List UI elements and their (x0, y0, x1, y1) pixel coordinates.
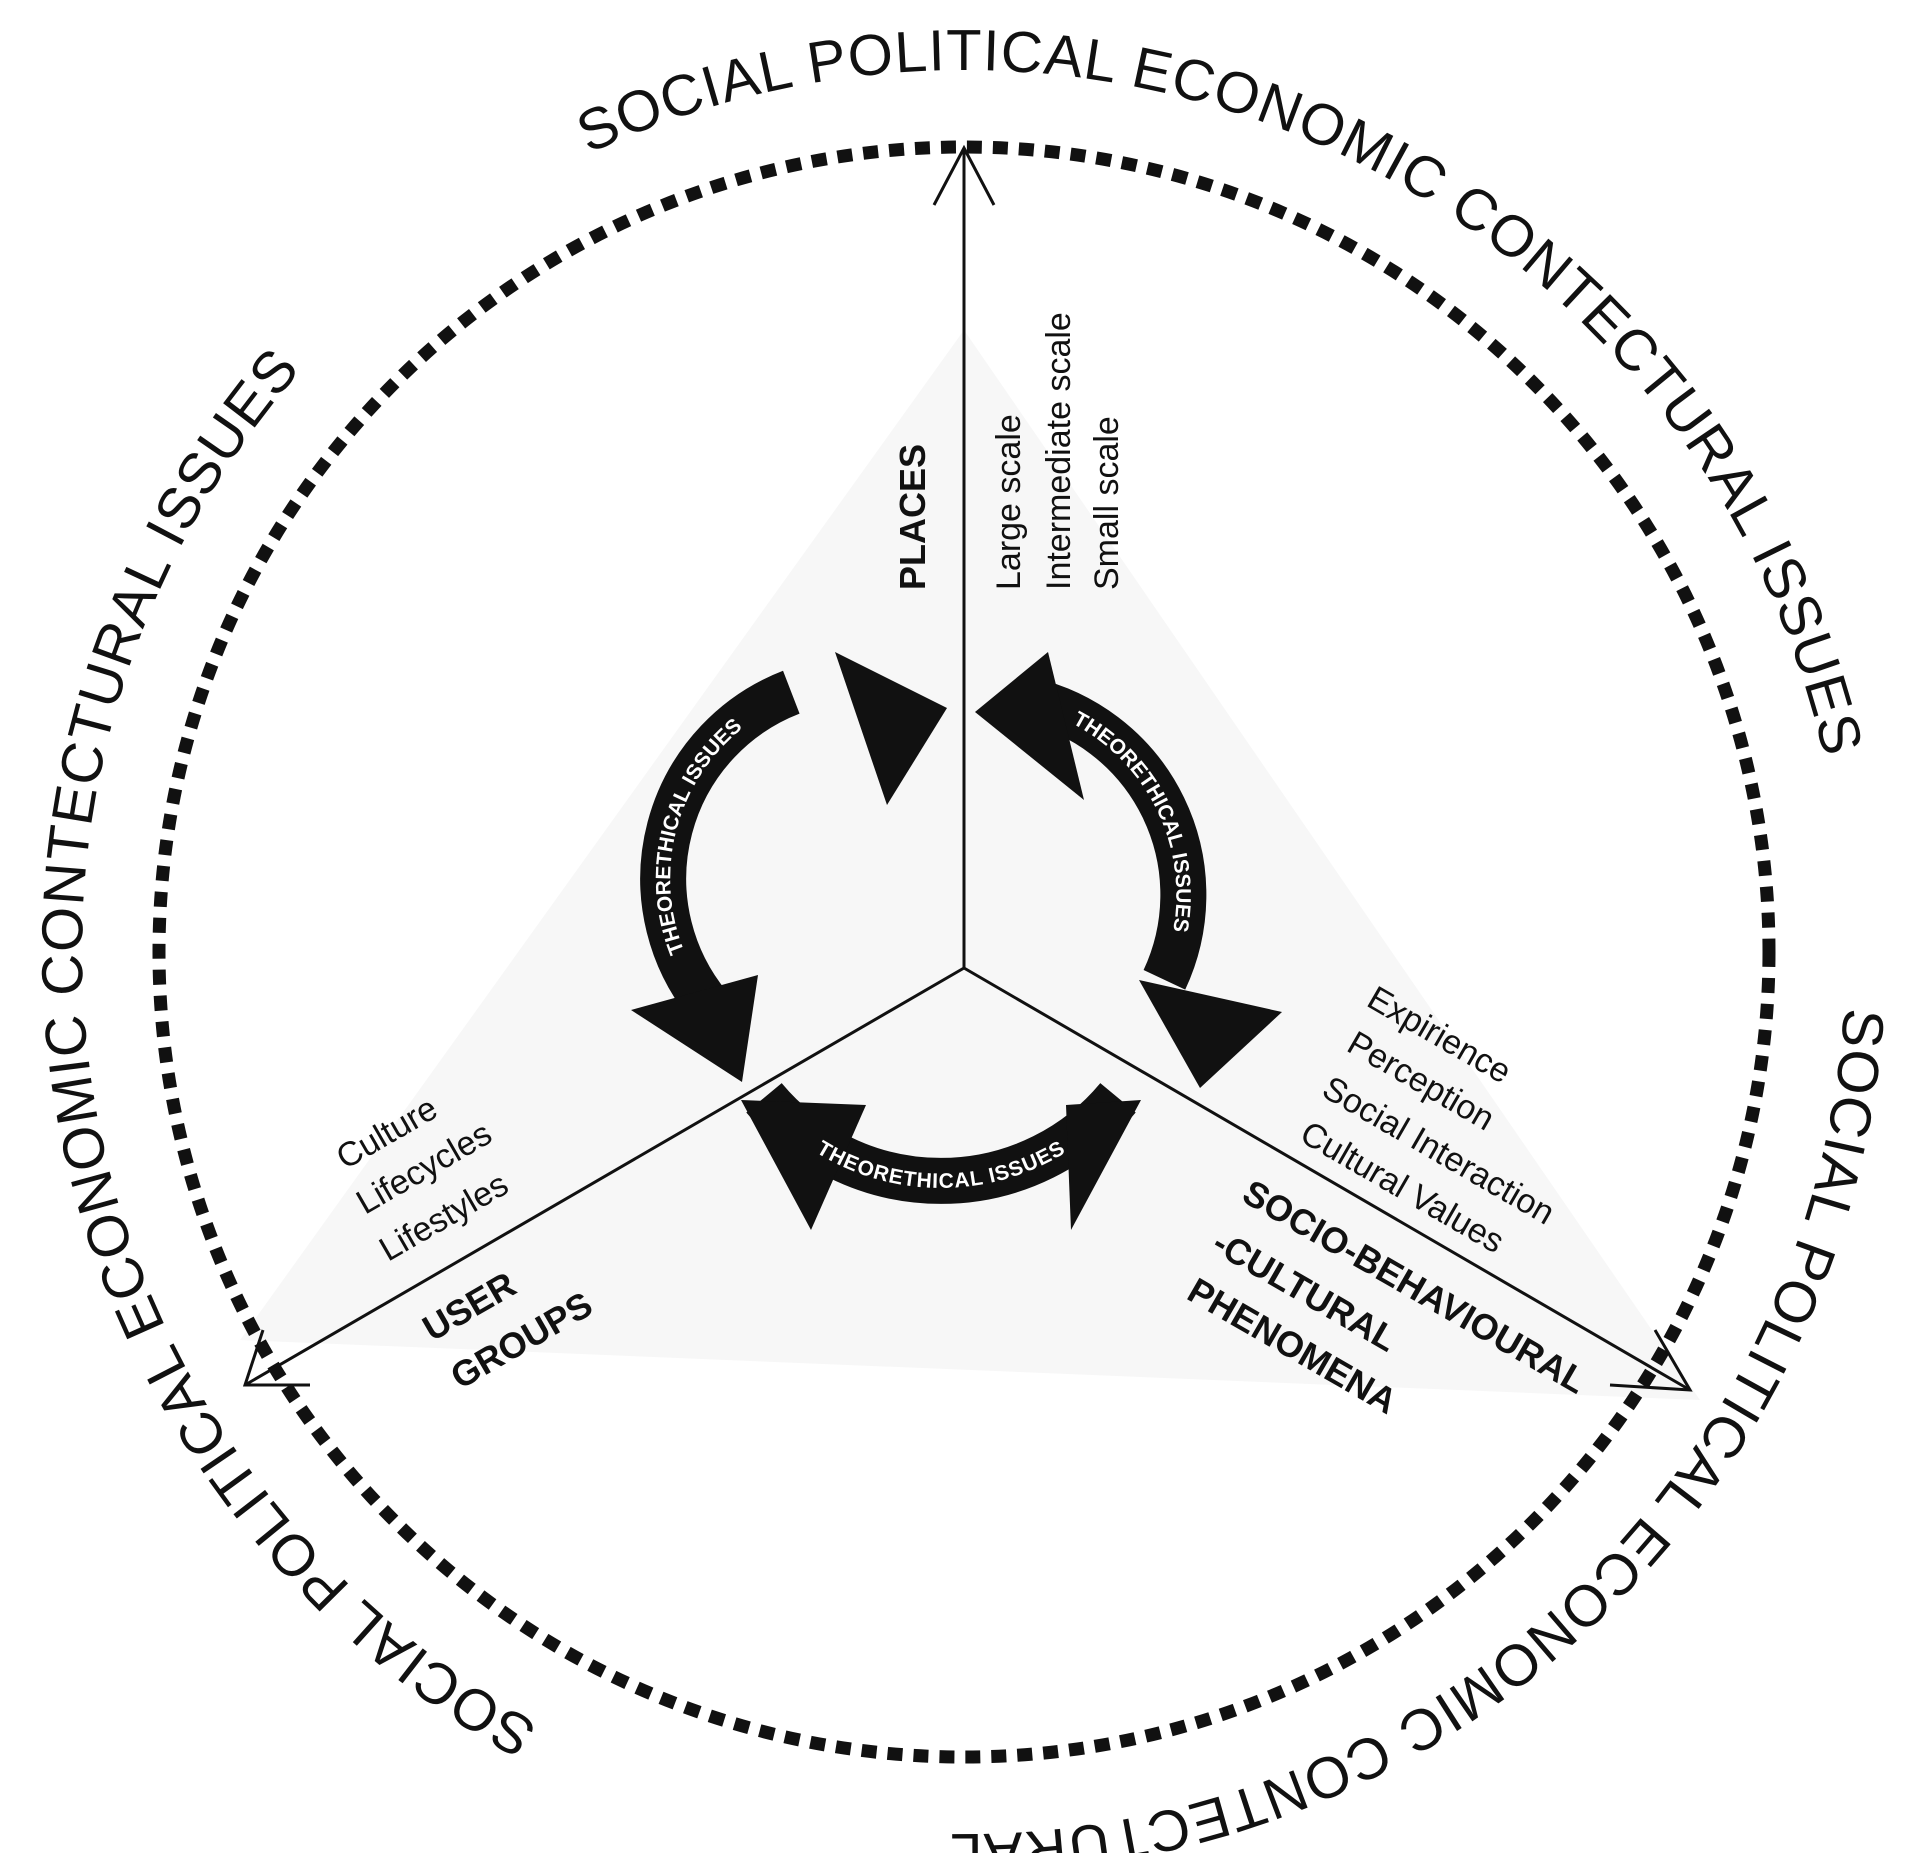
phenomena-axis (963, 966, 1691, 1392)
cycle-arrow-left-band (640, 670, 800, 1021)
places-item: Large scale (990, 414, 1028, 590)
context-ring (152, 140, 1776, 1764)
cycle-arrow-right-band (1023, 677, 1207, 990)
triangle-background (240, 330, 1700, 1400)
places-item: Small scale (1088, 416, 1126, 590)
places-arrowhead (932, 144, 996, 206)
phenomena-arrowhead (1609, 1329, 1693, 1392)
cycle-arrow-bottom-head-right (1066, 1100, 1141, 1230)
cycle-arrow-right-head-top (975, 652, 1084, 800)
user-groups-axis (244, 966, 965, 1387)
cycle-arrow-right-head-bottom (1139, 980, 1282, 1088)
cycle-arrow-left-head-bottom (631, 975, 758, 1082)
places-title: PLACES (892, 444, 933, 590)
cycle-arrow-bottom: THEORETHICAL ISSUES (741, 1082, 1141, 1230)
places-item: Intermediate scale (1040, 312, 1078, 590)
cycle-arrow-left-head-top (835, 652, 947, 805)
cycle-arrow-bottom-head-left (741, 1100, 866, 1230)
user-groups-arrowhead (242, 1329, 310, 1387)
